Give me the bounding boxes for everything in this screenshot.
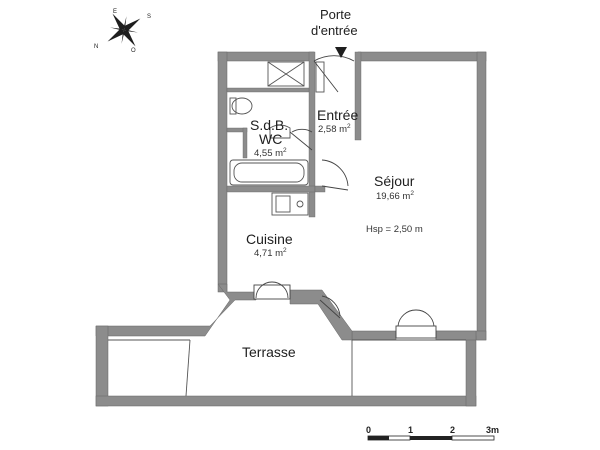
room-sdb-name: S.d.B. <box>250 117 289 133</box>
scale-tick-1: 1 <box>408 425 414 435</box>
doors <box>253 55 437 339</box>
compass-s: S <box>147 14 152 20</box>
room-cuisine-area: 4,71 m2 <box>254 247 287 259</box>
room-cuisine-name: Cuisine <box>246 231 293 247</box>
fixtures <box>229 61 325 216</box>
compass-e: E <box>113 9 118 15</box>
room-terrasse-name: Terrasse <box>242 344 296 360</box>
entrance-label-line1: Porte <box>320 7 352 22</box>
scale-tick-3m: 3m <box>486 425 500 435</box>
room-sdb-area: 4,55 m2 <box>254 147 287 159</box>
entrance-arrow-icon <box>335 47 347 58</box>
compass-rose-icon <box>107 13 141 47</box>
walls <box>95 51 487 407</box>
compass-o: O <box>131 48 136 54</box>
room-entree-area: 2,58 m2 <box>318 123 351 135</box>
terrace-edges <box>108 339 466 397</box>
interior-walls <box>226 51 362 218</box>
room-entree-name: Entrée <box>317 107 359 123</box>
ceiling-height: Hsp = 2,50 m <box>366 224 423 235</box>
entrance-label-line2: d'entrée <box>311 23 358 38</box>
compass-n: N <box>94 44 99 50</box>
room-sdb-wc: WC <box>259 131 283 147</box>
room-sejour-area: 19,66 m2 <box>376 190 414 202</box>
scale-bar <box>367 435 495 441</box>
room-sejour-name: Séjour <box>374 173 415 189</box>
scale-tick-2: 2 <box>450 425 456 435</box>
scale-tick-0: 0 <box>366 425 372 435</box>
